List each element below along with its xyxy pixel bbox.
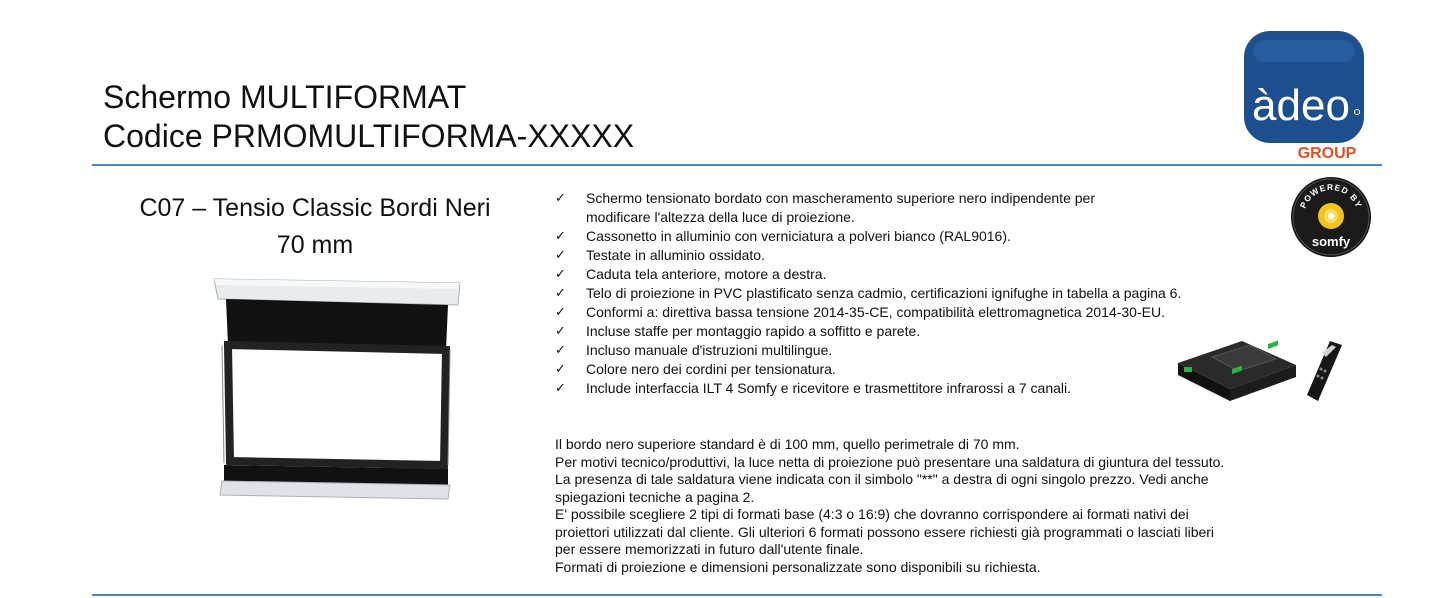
product-border-size: 70 mm [276, 231, 354, 259]
note-formats: E' possibile scegliere 2 tipi di formati… [555, 506, 1189, 522]
badge-brand-text: somfy [1312, 234, 1351, 249]
feature-text-continued: modificare l'altezza della luce di proie… [586, 209, 855, 225]
note-formats-continued-2: per essere memorizzati in futuro dall'ut… [555, 541, 864, 557]
feature-item: ✓ Testate in alluminio ossidato. [555, 246, 1315, 265]
feature-item: ✓ Caduta tela anteriore, motore a destra. [555, 265, 1315, 284]
check-icon: ✓ [555, 248, 566, 263]
feature-item: ✓ Incluso manuale d'istruzioni multilingu… [555, 341, 1315, 360]
check-icon: ✓ [555, 286, 566, 301]
check-icon: ✓ [555, 362, 566, 377]
powered-by-somfy-badge: POWERED BY somfy [1291, 177, 1371, 257]
feature-list: ✓ Schermo tensionato bordato con mascher… [555, 189, 1315, 398]
note-custom: Formati di proiezione e dimensioni perso… [555, 558, 1041, 575]
feature-item: ✓ Telo di proiezione in PVC plastificato … [555, 284, 1315, 303]
check-icon: ✓ [555, 343, 566, 358]
check-icon: ✓ [555, 267, 566, 282]
note-seam-symbol: La presenza di tale saldatura viene indi… [555, 471, 1209, 487]
feature-item: ✓ Colore nero dei cordini per tensionatur… [555, 360, 1315, 379]
feature-item: ✓ Incluse staffe per montaggio rapido a s… [555, 322, 1315, 341]
logo-brand-text: àdeo [1252, 81, 1350, 130]
note-border-size: Il bordo nero superiore standard è di 10… [555, 436, 1020, 452]
feature-text: Incluso manuale d'istruzioni multilingue… [586, 342, 833, 358]
product-model-name: C07 – Tensio Classic Bordi Neri [139, 194, 491, 222]
feature-text: Schermo tensionato bordato con mascheram… [586, 190, 1095, 206]
title-line-2: Codice PRMOMULTIFORMA-XXXXX [103, 118, 635, 154]
product-model-heading: C07 – Tensio Classic Bordi Neri 70 mm [100, 190, 530, 264]
adeo-group-logo: àdeo GROUP [1244, 31, 1364, 160]
feature-text: Include interfaccia ILT 4 Somfy e ricevi… [586, 380, 1072, 396]
check-icon: ✓ [555, 305, 566, 320]
note-seam-symbol-continued: spiegazioni tecniche a pagina 2. [555, 488, 755, 505]
feature-item: ✓ Conformi a: direttiva bassa tensione 20… [555, 303, 1315, 322]
note-seam: Per motivi tecnico/produttivi, la luce n… [555, 453, 1225, 470]
check-icon: ✓ [555, 191, 566, 206]
feature-item: ✓ Schermo tensionato bordato con mascher… [555, 189, 1315, 227]
feature-text: Incluse staffe per montaggio rapido a so… [586, 323, 921, 339]
feature-item: ✓ Include interfaccia ILT 4 Somfy e ricev… [555, 379, 1315, 398]
footer-divider [92, 594, 1382, 596]
feature-text: Colore nero dei cordini per tensionatura… [586, 361, 836, 377]
page-title: Schermo MULTIFORMAT Codice PRMOMULTIFORM… [103, 78, 634, 156]
feature-text: Cassonetto in alluminio con verniciatura… [586, 228, 1011, 244]
feature-text: Caduta tela anteriore, motore a destra. [586, 266, 827, 282]
feature-text: Conformi a: direttiva bassa tensione 201… [586, 304, 1165, 320]
feature-item: ✓ Cassonetto in alluminio con verniciatur… [555, 227, 1315, 246]
note-formats-continued-1: proiettori utilizzati dal cliente. Gli u… [555, 523, 1215, 540]
feature-text: Testate in alluminio ossidato. [586, 247, 765, 263]
projection-screen-image [213, 278, 461, 500]
title-line-1: Schermo MULTIFORMAT [103, 79, 467, 115]
logo-group-text: GROUP [1298, 145, 1357, 160]
check-icon: ✓ [555, 381, 566, 396]
ilt4-interface-and-remote-image [1178, 340, 1342, 401]
notes-block: Il bordo nero superiore standard è di 10… [555, 436, 1355, 576]
check-icon: ✓ [555, 324, 566, 339]
feature-text: Telo di proiezione in PVC plastificato s… [586, 285, 1182, 301]
check-icon: ✓ [555, 229, 566, 244]
header-divider [92, 164, 1382, 166]
